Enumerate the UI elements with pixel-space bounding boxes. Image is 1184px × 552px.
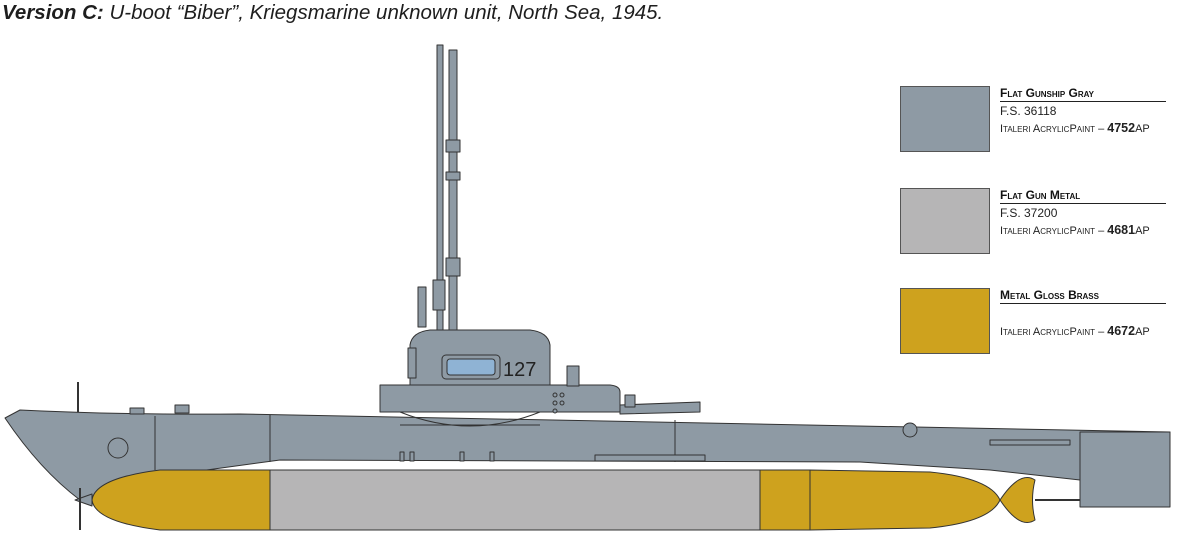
legend-name: Metal Gloss Brass <box>1000 288 1166 304</box>
snorkel-mast <box>448 49 458 336</box>
page-title: Version C: U-boot “Biber”, Kriegsmarine … <box>2 1 663 25</box>
color-swatch <box>900 288 990 354</box>
hull-hatch <box>107 437 129 459</box>
hull <box>4 409 1171 506</box>
legend-fs-code: F.S. 36118 <box>1000 104 1057 118</box>
legend-item-gun-metal: Flat Gun Metal F.S. 37200 Italeri Acryli… <box>900 188 1170 258</box>
legend-name: Flat Gun Metal <box>1000 188 1166 204</box>
torpedo-tail <box>809 469 1001 531</box>
legend-item-gloss-brass: Metal Gloss Brass Italeri AcrylicPaint –… <box>900 288 1170 358</box>
version-label: Version C: <box>2 1 104 24</box>
legend-name: Flat Gunship Gray <box>1000 86 1166 102</box>
torpedo-body <box>269 469 761 531</box>
legend-paint: Italeri AcrylicPaint – 4752AP <box>1000 121 1150 135</box>
propeller <box>999 477 1036 523</box>
legend-item-gunship-gray: Flat Gunship Gray F.S. 36118 Italeri Acr… <box>900 86 1170 156</box>
color-swatch <box>900 188 990 254</box>
legend-paint: Italeri AcrylicPaint – 4681AP <box>1000 223 1150 237</box>
legend-fs-code: F.S. 37200 <box>1000 206 1058 220</box>
torpedo-nose <box>91 469 271 531</box>
torpedo-midsection <box>759 469 811 531</box>
version-description: U-boot “Biber”, Kriegsmarine unknown uni… <box>109 1 664 24</box>
color-swatch <box>900 86 990 152</box>
legend-paint: Italeri AcrylicPaint – 4672AP <box>1000 324 1150 338</box>
hull-number: 127 <box>503 359 536 381</box>
